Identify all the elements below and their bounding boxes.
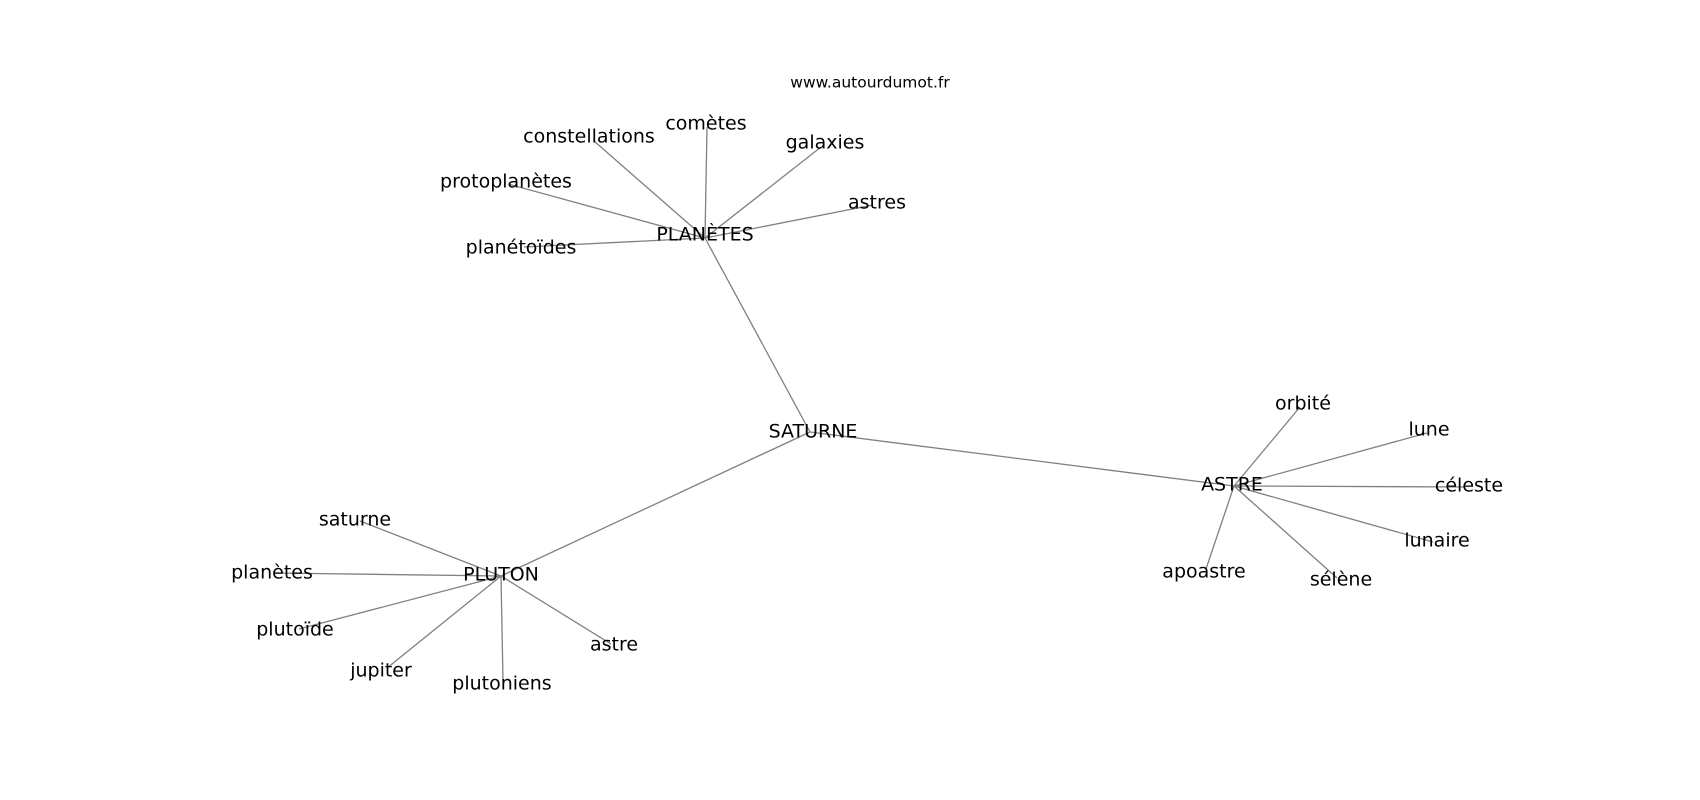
related-word-1-0[interactable]: orbité (1275, 393, 1331, 415)
related-word-2-2[interactable]: plutoïde (256, 619, 333, 641)
edge-hub-2-word-3 (386, 575, 502, 669)
related-word-2-3[interactable]: jupiter (349, 660, 412, 682)
related-word-1-2[interactable]: céleste (1435, 475, 1503, 497)
edge-hub-0-word-1 (704, 126, 708, 239)
edge-center-hub-2 (500, 431, 811, 577)
related-word-2-4[interactable]: plutoniens (452, 673, 551, 695)
edge-hub-2-word-0 (359, 520, 502, 577)
edge-hub-1-word-5 (1205, 485, 1235, 570)
edge-hub-2-word-5 (500, 575, 612, 645)
edge-hub-1-word-2 (1233, 485, 1466, 488)
related-word-0-1[interactable]: comètes (665, 113, 746, 135)
edge-hub-1-word-3 (1233, 485, 1434, 543)
center-word[interactable]: SATURNE (769, 421, 858, 443)
edge-hub-0-word-4 (507, 183, 706, 239)
edge-hub-1-word-0 (1233, 406, 1301, 487)
hub-word-2[interactable]: PLUTON (463, 564, 539, 586)
edge-center-hub-1 (809, 431, 1235, 487)
edge-hub-2-word-2 (298, 575, 502, 630)
related-word-0-3[interactable]: astres (848, 192, 906, 214)
edge-hub-2-word-1 (273, 572, 502, 577)
related-word-2-5[interactable]: astre (590, 634, 638, 656)
edge-hub-1-word-1 (1233, 432, 1428, 487)
related-word-1-1[interactable]: lune (1408, 419, 1449, 441)
edge-hub-0-word-5 (523, 237, 706, 248)
graph-labels: www.autourdumot.fr SATURNE PLANÈTES conste… (231, 74, 1503, 695)
related-word-1-4[interactable]: sélène (1310, 569, 1372, 591)
edge-hub-0-word-0 (593, 140, 706, 239)
edge-hub-2-word-4 (500, 575, 504, 682)
hub-word-0[interactable]: PLANÈTES (656, 223, 753, 246)
edge-hub-0-word-2 (704, 146, 822, 239)
related-word-1-3[interactable]: lunaire (1404, 530, 1469, 552)
site-watermark[interactable]: www.autourdumot.fr (790, 74, 950, 92)
edge-center-hub-0 (704, 237, 811, 433)
related-word-1-5[interactable]: apoastre (1162, 561, 1245, 583)
related-word-0-2[interactable]: galaxies (786, 132, 865, 154)
hub-word-1[interactable]: ASTRE (1201, 474, 1263, 496)
edge-hub-0-word-3 (704, 204, 874, 239)
related-word-2-1[interactable]: planètes (231, 562, 313, 584)
related-word-0-0[interactable]: constellations (523, 126, 655, 148)
graph-edges (273, 126, 1466, 682)
related-word-2-0[interactable]: saturne (319, 509, 391, 531)
related-word-0-5[interactable]: planétoïdes (466, 237, 577, 259)
edge-hub-1-word-4 (1233, 485, 1338, 579)
related-word-0-4[interactable]: protoplanètes (440, 171, 572, 193)
